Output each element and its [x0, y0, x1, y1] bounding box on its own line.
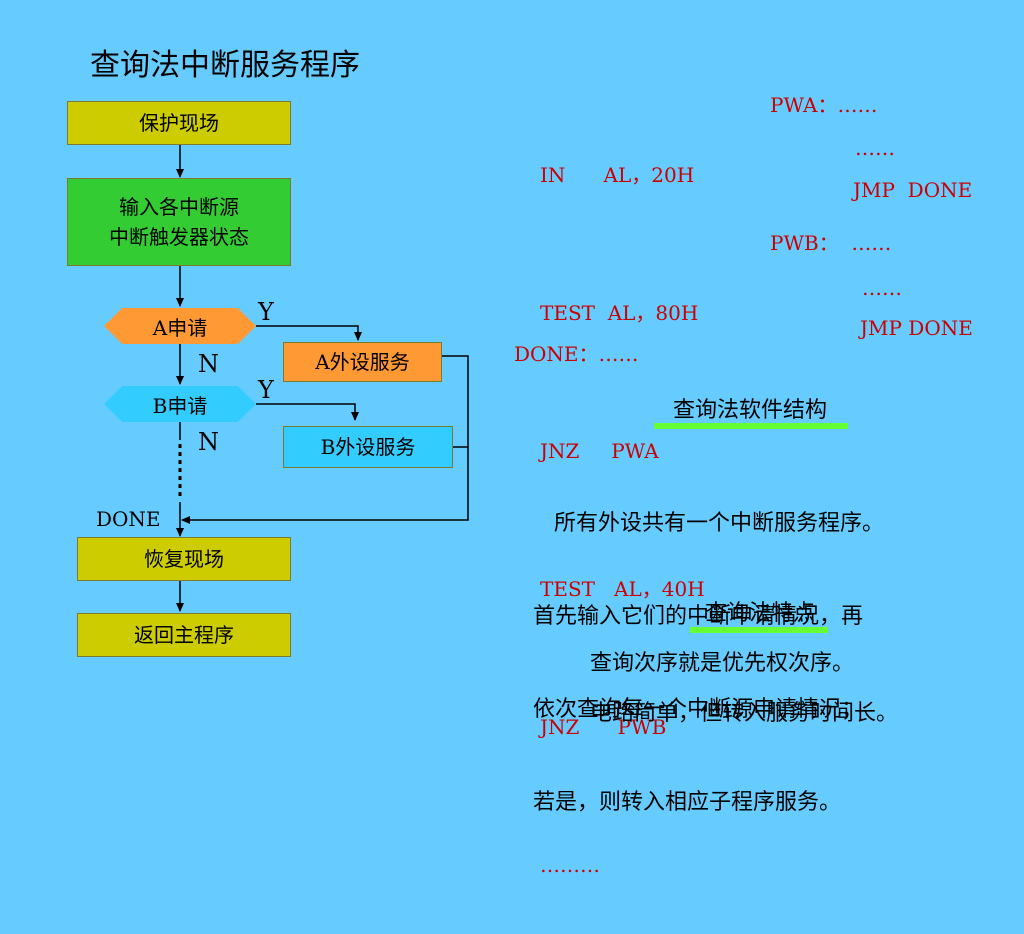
a-service-box: A外设服务 — [283, 342, 442, 382]
save-scene-box: 保护现场 — [67, 101, 291, 145]
no-label-b: N — [198, 428, 219, 456]
code-pwa: PWA：…… — [770, 93, 878, 117]
yes-label-a: Y — [258, 298, 274, 326]
paragraph-line: 首先输入它们的中断申请情况，再 — [533, 604, 864, 629]
paragraph-line: 依次查询每一个中断源申请情况； — [533, 697, 864, 722]
code-line: TEST AL，40H — [540, 577, 705, 601]
code-line: JNZ PWB — [540, 715, 667, 739]
restore-scene-box: 恢复现场 — [77, 537, 291, 581]
flowchart-connectors — [176, 145, 469, 612]
a-request-decision: A申请 — [104, 308, 256, 344]
b-service-box: B外设服务 — [283, 426, 453, 468]
code-pwb: PWB： …… — [770, 231, 892, 255]
features-underline — [690, 627, 828, 633]
code-line: JNZ PWA — [540, 439, 659, 463]
code-left-block: IN AL，20H TEST AL，80H JNZ PWA TEST AL，40… — [540, 60, 705, 934]
code-pwa-dots: …… — [855, 136, 895, 160]
features-line1: 查询次序就是优先权次序。 — [590, 651, 855, 676]
yes-label-b: Y — [258, 376, 274, 404]
input-status-line2: 中断触发器状态 — [109, 225, 249, 249]
b-request-decision: B申请 — [104, 386, 256, 422]
heading-underline — [654, 423, 848, 429]
no-label-a: N — [198, 350, 219, 378]
paragraph-line: 若是，则转入相应子程序服务。 — [533, 790, 842, 815]
code-pwb-dots: …… — [862, 276, 902, 300]
code-line: IN AL，20H — [540, 163, 695, 187]
features-line2: 电路简单，但转入服务时间长。 — [590, 701, 899, 726]
code-done-line: DONE：…… — [514, 342, 639, 366]
code-line: TEST AL，80H — [540, 301, 699, 325]
features-heading: 查询法特点 — [704, 601, 815, 626]
code-pwb-jmp: JMP DONE — [860, 316, 973, 340]
done-label: DONE — [96, 507, 161, 531]
page-title: 查询法中断服务程序 — [90, 48, 360, 83]
code-pwa-jmp: JMP DONE — [853, 178, 973, 202]
input-status-line1: 输入各中断源 — [119, 195, 239, 219]
input-status-box: 输入各中断源 中断触发器状态 — [67, 178, 291, 266]
paragraph-line: 所有外设共有一个中断服务程序。 — [533, 511, 884, 536]
software-structure-heading: 查询法软件结构 — [672, 398, 827, 423]
return-main-box: 返回主程序 — [77, 613, 291, 657]
